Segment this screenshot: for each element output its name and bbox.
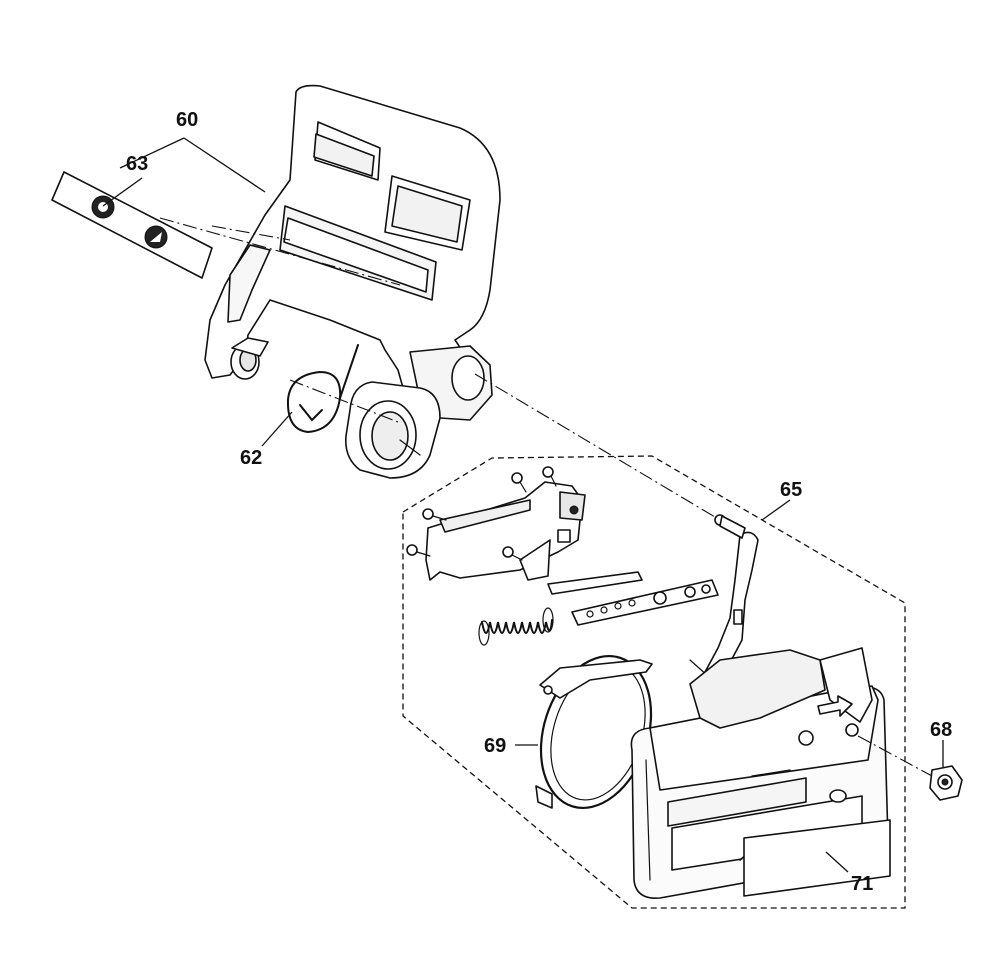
- callout-65: 65: [780, 479, 802, 501]
- spring-part-62: [286, 344, 359, 434]
- callout-68: 68: [930, 719, 952, 741]
- screws: [406, 466, 557, 561]
- callout-63: 63: [126, 153, 148, 175]
- callout-71: 71: [851, 873, 873, 895]
- bushing-boss: [344, 381, 441, 479]
- callout-60: 60: [176, 109, 198, 131]
- label-part-71: [743, 819, 891, 897]
- decal-warning-icon: [144, 225, 168, 249]
- hand-guard-part-60: [204, 84, 501, 421]
- nut-part-68: [929, 765, 963, 801]
- brake-band-part-69: [535, 654, 653, 810]
- arrow-right-icon: [817, 695, 853, 717]
- callout-69: 69: [484, 735, 506, 757]
- compression-spring: [478, 607, 554, 646]
- assembly-outline: [402, 455, 906, 909]
- decal-symbol-icon: [91, 195, 115, 219]
- link-chain: [571, 579, 719, 626]
- decal-part-63: [51, 171, 213, 279]
- brake-lever-bracket: [425, 481, 586, 581]
- flat-shim: [547, 571, 643, 595]
- callout-62: 62: [240, 447, 262, 469]
